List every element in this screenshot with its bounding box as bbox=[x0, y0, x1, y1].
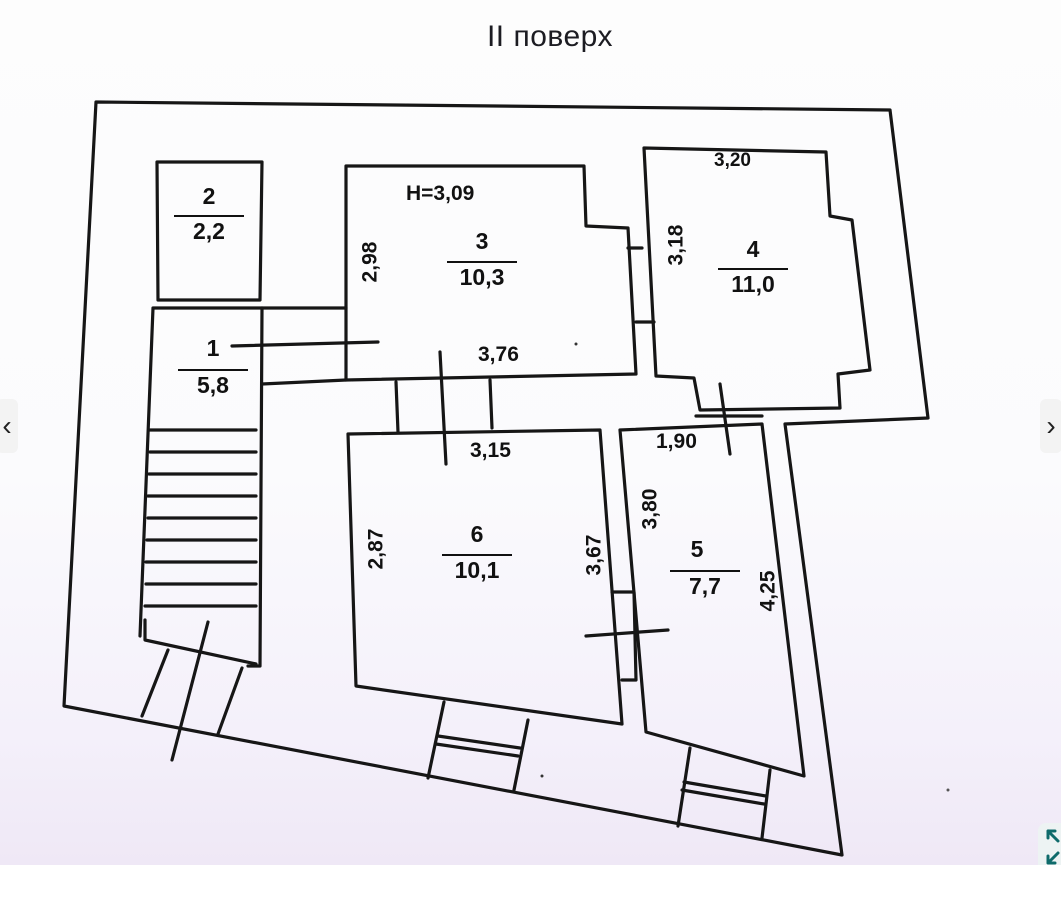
dimension-3-15: 3,15 bbox=[470, 439, 511, 462]
room-6-area: 10,1 bbox=[442, 554, 512, 584]
room-4-area: 11,0 bbox=[718, 268, 788, 298]
outer-wall bbox=[62, 100, 930, 857]
dimension-3-76: 3,76 bbox=[478, 343, 519, 366]
room-1-area: 5,8 bbox=[178, 369, 248, 399]
chevron-right-icon: › bbox=[1046, 410, 1056, 441]
room-2-walls bbox=[155, 160, 264, 302]
dimension-3-67: 3,67 bbox=[582, 534, 606, 576]
room-4-number: 4 bbox=[746, 236, 760, 262]
dimension-2-98: 2,98 bbox=[358, 241, 382, 283]
room-1-walls bbox=[138, 306, 264, 668]
dimension-1-90: 1,90 bbox=[656, 430, 697, 453]
floor-title: II поверх bbox=[486, 20, 614, 53]
dimension-3-20: 3,20 bbox=[714, 150, 751, 171]
room-5-area: 7,7 bbox=[670, 570, 740, 600]
room-2-area: 2,2 bbox=[174, 215, 244, 245]
room-5-number: 5 bbox=[690, 536, 704, 562]
dimension-3-80: 3,80 bbox=[638, 488, 662, 530]
room-5-walls bbox=[618, 422, 806, 778]
image-viewer: II поверх H=3,09 2 2,2 1 5,8 3 10,3 4 11… bbox=[0, 0, 1061, 865]
previous-image-button[interactable]: ‹ bbox=[0, 399, 18, 453]
room-2-number: 2 bbox=[202, 183, 216, 209]
next-image-button[interactable]: › bbox=[1040, 399, 1061, 453]
expand-icon bbox=[1046, 829, 1060, 865]
room-6-number: 6 bbox=[470, 521, 484, 547]
room-1-number: 1 bbox=[206, 335, 220, 361]
page-bottom-strip bbox=[0, 865, 1061, 907]
room-4-walls bbox=[642, 146, 872, 412]
chevron-left-icon: ‹ bbox=[2, 410, 12, 441]
staircase bbox=[140, 428, 258, 762]
room-6-walls bbox=[346, 428, 624, 726]
dimension-2-87: 2,87 bbox=[364, 528, 388, 570]
windows bbox=[426, 700, 772, 840]
fullscreen-button[interactable] bbox=[1038, 823, 1061, 865]
dimension-4-25: 4,25 bbox=[756, 570, 780, 612]
room-3-number: 3 bbox=[475, 228, 489, 254]
ceiling-height-label: H=3,09 bbox=[406, 182, 475, 205]
room-3-area: 10,3 bbox=[447, 261, 517, 291]
floor-plan bbox=[62, 100, 950, 857]
room-3-walls bbox=[344, 164, 638, 382]
dimension-3-18: 3,18 bbox=[664, 224, 688, 266]
